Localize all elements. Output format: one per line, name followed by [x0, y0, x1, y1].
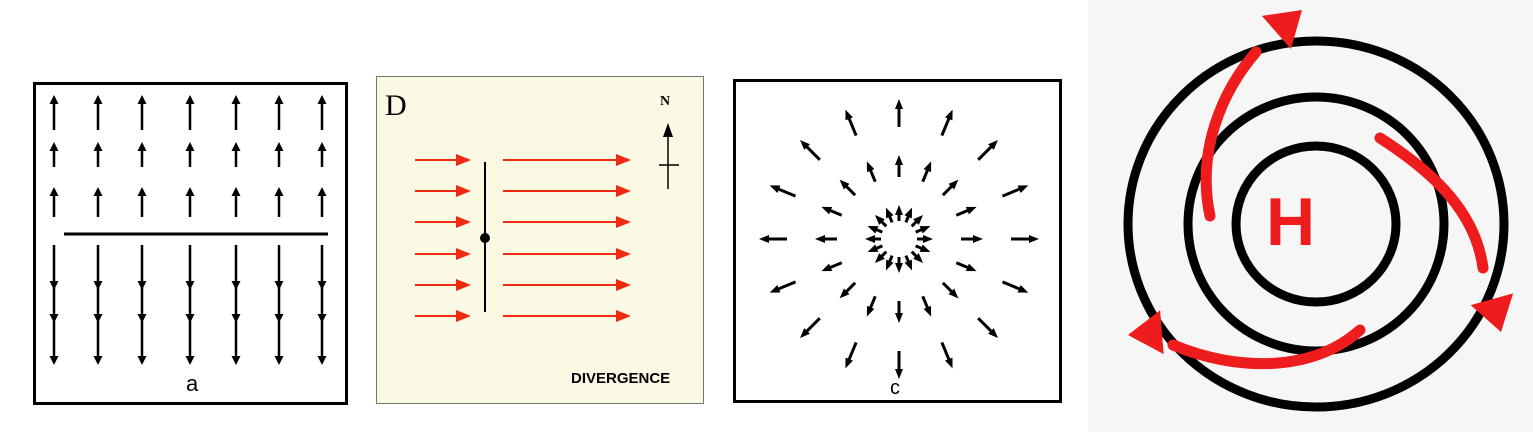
wind-arrow-up [137, 142, 147, 167]
radial-arrow [800, 140, 888, 228]
wind-arrow-down [185, 321, 195, 365]
wind-arrow-up [185, 95, 195, 130]
wind-arrow-up [274, 187, 284, 217]
wind-arrow-up [317, 142, 327, 167]
wind-arrow-short [415, 310, 471, 322]
wind-arrow-down [93, 321, 103, 365]
wind-arrow-up [274, 95, 284, 130]
radial-divergence-field [759, 99, 1039, 379]
wind-arrow-short [415, 185, 471, 197]
isobar-ring [1183, 92, 1449, 356]
outflow-arrow-right [1374, 132, 1514, 332]
radial-arrow [769, 185, 883, 234]
radial-arrow [895, 257, 903, 379]
panel-d-label: D [385, 89, 407, 122]
wind-arrow-up [185, 187, 195, 217]
isobar-ring [1231, 141, 1401, 307]
center-point [480, 233, 490, 243]
radial-arrow [895, 99, 903, 221]
wind-arrow-up [49, 187, 59, 217]
wind-arrow-down [274, 321, 284, 365]
panel-a-diagram: a [33, 82, 348, 405]
wind-arrow-up [317, 95, 327, 130]
high-pressure-rings [1123, 10, 1514, 412]
radial-arrow [910, 140, 998, 228]
wind-arrow-up [137, 187, 147, 217]
north-arrow-icon [659, 123, 679, 189]
wind-arrow-up [231, 142, 241, 167]
wind-arrow-down [317, 283, 327, 323]
wind-arrow-long [503, 216, 631, 228]
radial-arrow [915, 185, 1029, 234]
panel-c-label: c [890, 377, 900, 399]
wind-arrow-down [317, 321, 327, 365]
radial-arrow [915, 244, 1029, 293]
wind-arrow-down [49, 283, 59, 323]
divergence-caption: DIVERGENCE [571, 370, 671, 387]
wind-arrow-long [503, 154, 631, 166]
wind-arrow-up [93, 187, 103, 217]
wind-arrow-up [274, 142, 284, 167]
panel-d-diagram: D N DIVERGENCE [376, 76, 704, 404]
wind-arrow-short [415, 279, 471, 291]
wind-arrow-short [415, 248, 471, 260]
wind-arrow-long [503, 310, 631, 322]
radial-arrow [910, 250, 998, 338]
panel-a-label: a [186, 371, 199, 396]
outflow-arrow-top [1200, 10, 1302, 222]
wind-arrow-up [231, 95, 241, 130]
radial-arrow [759, 235, 881, 243]
wind-arrow-up [317, 187, 327, 217]
wind-arrow-up [49, 142, 59, 167]
wind-arrow-up [185, 142, 195, 167]
panel-c-diagram: c [733, 79, 1062, 403]
north-label: N [660, 94, 671, 109]
radial-arrow [904, 109, 953, 223]
radial-arrow [845, 109, 894, 223]
outflow-arrow-bottom [1128, 310, 1366, 370]
radial-arrow [800, 250, 888, 338]
wind-arrow-up [231, 187, 241, 217]
wind-arrow-long [503, 185, 631, 197]
wind-arrow-short [415, 154, 471, 166]
wind-arrow-down [231, 283, 241, 323]
wind-arrow-down [93, 283, 103, 323]
wind-arrow-down [274, 283, 284, 323]
isobar-ring [1123, 36, 1509, 412]
wind-arrow-long [503, 279, 631, 291]
wind-arrow-up [49, 95, 59, 130]
wind-arrow-up [137, 95, 147, 130]
wind-arrow-down [231, 321, 241, 365]
wind-arrow-up [93, 95, 103, 130]
high-pressure-label: H [1266, 184, 1316, 260]
high-pressure-diagram: H [1088, 0, 1533, 432]
radial-arrow [769, 244, 883, 293]
wind-arrow-down [49, 321, 59, 365]
wind-arrow-down [137, 321, 147, 365]
wind-arrow-up [93, 142, 103, 167]
radial-arrow [845, 255, 894, 369]
speed-divergence-field [415, 123, 679, 322]
radial-arrow [904, 255, 953, 369]
divergence-line-field [49, 95, 328, 365]
wind-arrow-long [503, 248, 631, 260]
wind-arrow-down [185, 283, 195, 323]
wind-arrow-short [415, 216, 471, 228]
wind-arrow-down [137, 283, 147, 323]
radial-arrow [917, 235, 1039, 243]
